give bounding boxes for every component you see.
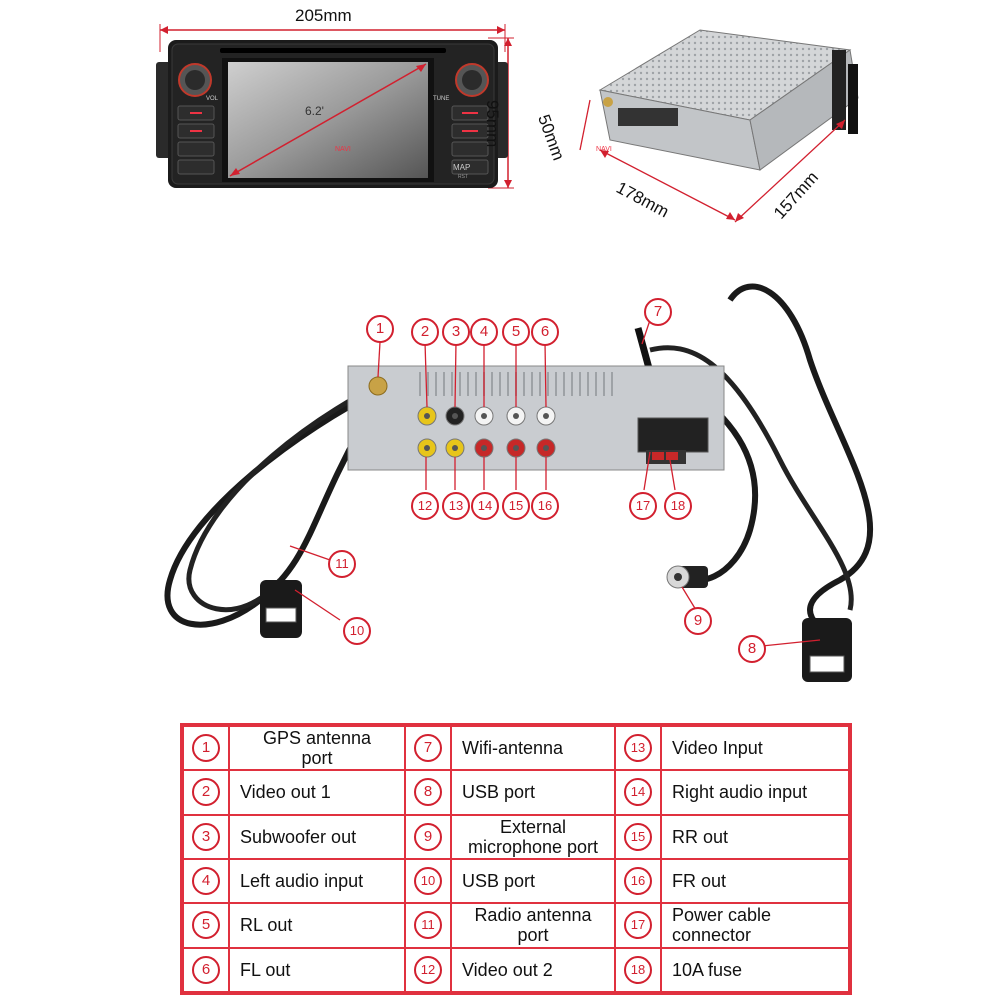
legend-label: Video out 1 — [229, 770, 405, 815]
rear-panel-drawing — [164, 283, 873, 682]
legend-number: 1 — [192, 734, 220, 763]
screen-size: 6.2' — [305, 104, 324, 118]
callout-3: 3 — [442, 318, 470, 346]
legend-number: 5 — [192, 911, 220, 940]
legend-label: Left audio input — [229, 858, 405, 904]
legend-label: GPS antenna port — [229, 726, 405, 771]
callout-9: 9 — [684, 607, 712, 635]
legend-num-cell: 13 — [615, 726, 661, 771]
legend-num-cell: 14 — [615, 770, 661, 815]
callout-5: 5 — [502, 318, 530, 346]
legend-num-cell: 16 — [615, 858, 661, 904]
legend-label: USB port — [451, 770, 615, 815]
legend-num-cell: 7 — [405, 726, 451, 771]
legend-num-cell: 17 — [615, 903, 661, 948]
legend-number: 2 — [192, 778, 220, 807]
callout-2: 2 — [411, 318, 439, 346]
legend-label: Video out 2 — [451, 947, 615, 992]
front-view: 205mm 6.2' VOL TUNE NAVI NAVI MAP RST — [150, 0, 612, 200]
legend-num-cell: 8 — [405, 770, 451, 815]
callout-1: 1 — [366, 315, 394, 343]
rear-panel-view — [150, 280, 890, 700]
legend-num-cell: 9 — [405, 814, 451, 859]
legend-label: External microphone port — [451, 814, 615, 859]
callout-15: 15 — [502, 492, 530, 520]
label-navi: NAVI — [335, 146, 351, 153]
legend-num-cell: 4 — [183, 858, 229, 904]
callout-11: 11 — [328, 550, 356, 578]
legend-label: RR out — [661, 814, 849, 859]
legend-number: 9 — [414, 822, 442, 851]
label-rst: RST — [458, 174, 468, 180]
legend-label: FL out — [229, 947, 405, 992]
callout-10: 10 — [343, 617, 371, 645]
legend-number: 17 — [624, 911, 652, 940]
legend-number: 8 — [414, 778, 442, 807]
port-legend-table: 1 GPS antenna port 7 Wifi-antenna 13 Vid… — [180, 723, 852, 995]
legend-label: FR out — [661, 858, 849, 904]
legend-number: 7 — [414, 734, 442, 763]
legend-number: 10 — [414, 867, 442, 896]
legend-number: 12 — [414, 955, 442, 984]
legend-label: USB port — [451, 858, 615, 904]
head-unit-front-drawing — [156, 24, 514, 189]
callout-4: 4 — [470, 318, 498, 346]
callout-14: 14 — [471, 492, 499, 520]
label-vol: VOL — [206, 96, 219, 102]
legend-num-cell: 6 — [183, 947, 229, 992]
legend-label: Subwoofer out — [229, 814, 405, 859]
legend-number: 15 — [624, 822, 652, 851]
legend-number: 14 — [624, 778, 652, 807]
callout-6: 6 — [531, 318, 559, 346]
legend-num-cell: 1 — [183, 726, 229, 771]
label-tune: TUNE — [433, 96, 450, 102]
legend-number: 4 — [192, 867, 220, 896]
height-dimension: 95mm — [483, 100, 502, 148]
legend-label: Power cable connector — [661, 903, 849, 948]
legend-label: Right audio input — [661, 770, 849, 815]
callout-18: 18 — [664, 492, 692, 520]
legend-number: 3 — [192, 822, 220, 851]
legend-label: Wifi-antenna — [451, 726, 615, 771]
legend-num-cell: 18 — [615, 947, 661, 992]
callout-7: 7 — [644, 298, 672, 326]
callout-13: 13 — [442, 492, 470, 520]
legend-num-cell: 12 — [405, 947, 451, 992]
chassis-view — [560, 10, 890, 240]
legend-num-cell: 2 — [183, 770, 229, 815]
legend-number: 6 — [192, 955, 220, 984]
width-dimension: 205mm — [295, 6, 352, 25]
callout-8: 8 — [738, 635, 766, 663]
label-navi-right: NAVI — [596, 146, 612, 153]
legend-num-cell: 11 — [405, 903, 451, 948]
legend-label: 10A fuse — [661, 947, 849, 992]
legend-num-cell: 15 — [615, 814, 661, 859]
legend-label: RL out — [229, 903, 405, 948]
callout-16: 16 — [531, 492, 559, 520]
callout-12: 12 — [411, 492, 439, 520]
legend-number: 18 — [624, 955, 652, 984]
legend-number: 13 — [624, 734, 652, 763]
legend-number: 16 — [624, 867, 652, 896]
legend-num-cell: 3 — [183, 814, 229, 859]
legend-number: 11 — [414, 911, 442, 940]
label-map: MAP — [453, 163, 471, 172]
chassis-drawing — [579, 29, 859, 223]
legend-label: Radio antenna port — [451, 903, 615, 948]
legend-num-cell: 10 — [405, 858, 451, 904]
legend-label: Video Input — [661, 726, 849, 771]
legend-num-cell: 5 — [183, 903, 229, 948]
callout-17: 17 — [629, 492, 657, 520]
